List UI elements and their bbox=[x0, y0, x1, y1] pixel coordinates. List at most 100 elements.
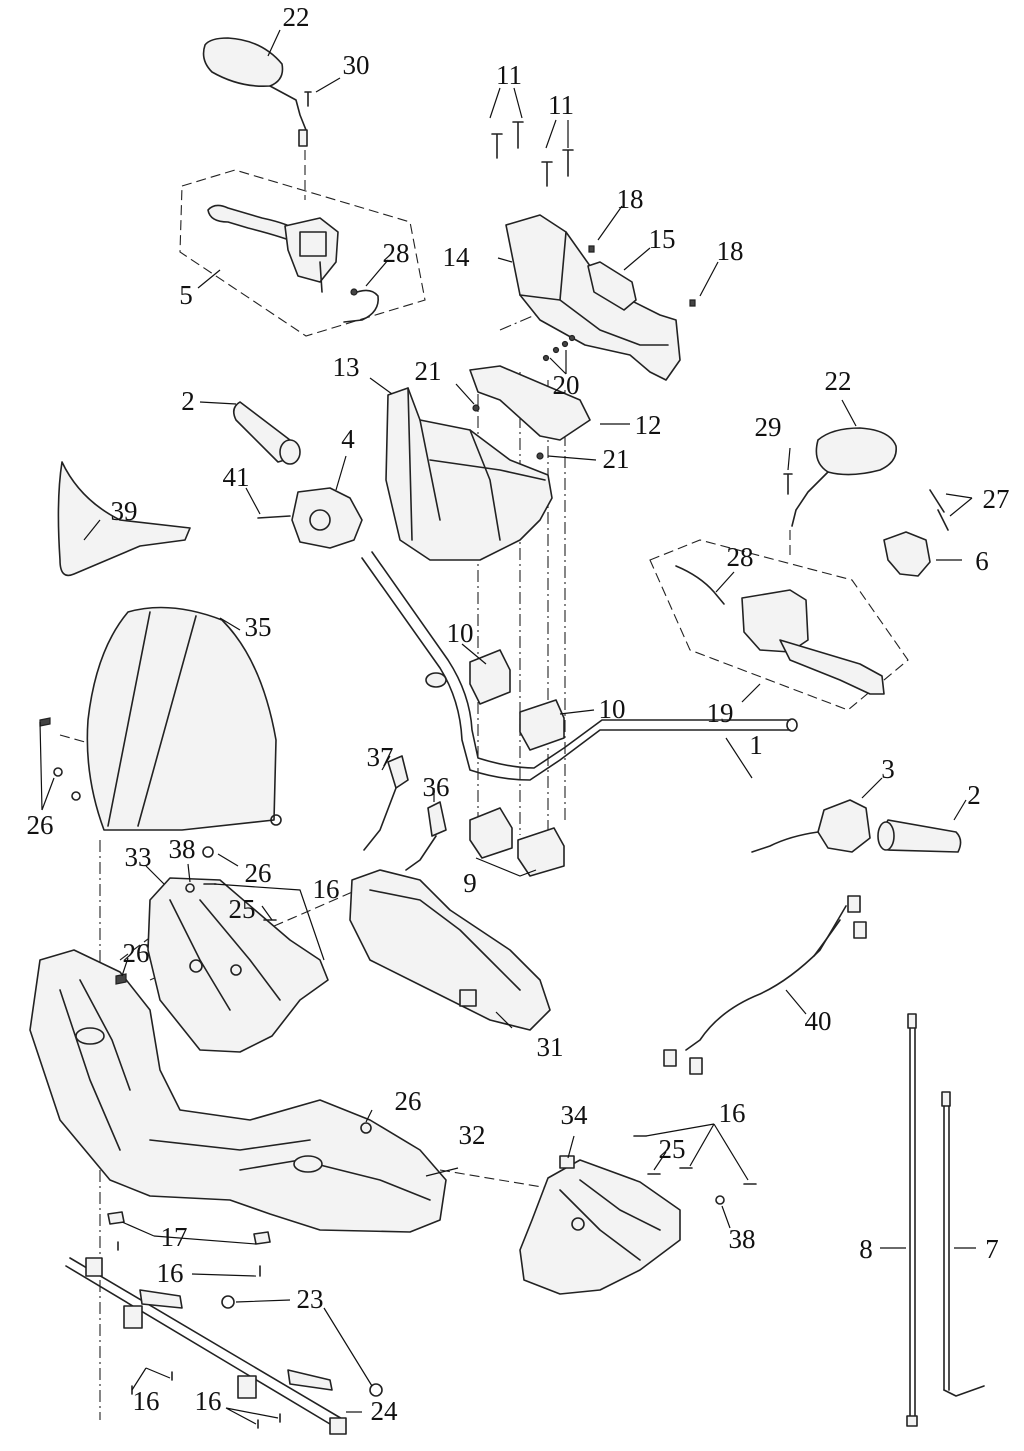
washer-38a bbox=[185, 883, 195, 893]
callout-16-lower-left: 16 bbox=[133, 1386, 160, 1416]
visor-39 bbox=[57, 461, 191, 577]
clip-17b bbox=[253, 1231, 271, 1245]
callout-18-right: 18 bbox=[717, 236, 744, 266]
callout-23: 23 bbox=[297, 1284, 324, 1314]
callout-26-cover: 26 bbox=[123, 938, 150, 968]
callout-9: 9 bbox=[463, 868, 477, 898]
callout-26-grommet: 26 bbox=[245, 858, 272, 888]
callout-38-left: 38 bbox=[169, 834, 196, 864]
callout-24: 24 bbox=[371, 1396, 399, 1426]
windshield-grommet bbox=[270, 814, 282, 826]
clamps-9-lower bbox=[469, 807, 565, 877]
mirror-right bbox=[791, 427, 897, 527]
clip-17a bbox=[107, 1211, 125, 1225]
callout-8: 8 bbox=[859, 1234, 873, 1264]
callout-38-right: 38 bbox=[729, 1224, 756, 1254]
throttle-housing-4 bbox=[291, 487, 363, 549]
callout-16-upper: 16 bbox=[313, 874, 340, 904]
washer-38b bbox=[715, 1195, 725, 1205]
screw-21b bbox=[536, 452, 544, 460]
callout-35: 35 bbox=[245, 612, 272, 642]
bolts-27 bbox=[929, 489, 949, 531]
callout-17: 17 bbox=[161, 1222, 188, 1252]
callout-22-mirror-right: 22 bbox=[825, 366, 852, 396]
callout-10-lower: 10 bbox=[599, 694, 626, 724]
callout-21-lower: 21 bbox=[603, 444, 630, 474]
callout-41: 41 bbox=[223, 462, 250, 492]
callout-32: 32 bbox=[459, 1120, 486, 1150]
callout-21-upper: 21 bbox=[415, 356, 442, 386]
bolts-11 bbox=[491, 121, 574, 187]
bumpers-23 bbox=[139, 1289, 383, 1397]
connector-36 bbox=[427, 801, 447, 837]
callout-13: 13 bbox=[333, 352, 360, 382]
grommet-26d bbox=[360, 1122, 372, 1134]
callout-4: 4 bbox=[341, 424, 355, 454]
callout-29: 29 bbox=[755, 412, 782, 442]
callout-39: 39 bbox=[111, 496, 138, 526]
instrument-housing bbox=[505, 214, 681, 381]
callout-12: 12 bbox=[635, 410, 662, 440]
cover-link-line-3 bbox=[439, 1169, 561, 1191]
screw-41 bbox=[257, 515, 291, 519]
callout-5: 5 bbox=[179, 280, 193, 310]
clamps-10-upper bbox=[469, 649, 565, 751]
windshield-screw-b bbox=[53, 767, 63, 777]
callout-7: 7 bbox=[985, 1234, 999, 1264]
callout-33: 33 bbox=[125, 842, 152, 872]
callout-28-right: 28 bbox=[727, 542, 754, 572]
callout-11-left: 11 bbox=[496, 60, 522, 90]
callout-16-lower-right: 16 bbox=[195, 1386, 222, 1416]
screws-20 bbox=[542, 334, 576, 362]
left-lever-assembly-outline bbox=[179, 169, 426, 337]
wire-connector-left bbox=[350, 288, 358, 296]
meter-15 bbox=[587, 261, 637, 311]
connector-wires bbox=[363, 787, 437, 871]
switch-wire-left bbox=[343, 289, 379, 323]
callout-18-upper: 18 bbox=[617, 184, 644, 214]
callout-26-front: 26 bbox=[395, 1086, 422, 1116]
callout-25-left: 25 bbox=[229, 894, 256, 924]
callout-3: 3 bbox=[881, 754, 895, 784]
cable-8 bbox=[906, 1013, 918, 1427]
callout-2-left: 2 bbox=[181, 386, 195, 416]
callout-36: 36 bbox=[423, 772, 450, 802]
brake-lever-left bbox=[207, 204, 339, 293]
cable-7 bbox=[941, 1091, 985, 1397]
callout-20: 20 bbox=[553, 370, 580, 400]
callout-15: 15 bbox=[649, 224, 676, 254]
parts bbox=[29, 37, 985, 1435]
callout-26-windshield: 26 bbox=[27, 810, 54, 840]
connector-37 bbox=[387, 755, 409, 789]
callout-10-upper: 10 bbox=[447, 618, 474, 648]
callout-34: 34 bbox=[561, 1100, 589, 1130]
callout-31: 31 bbox=[537, 1032, 564, 1062]
screw-18b bbox=[689, 299, 696, 307]
screw-30 bbox=[304, 91, 312, 107]
lower-bracket-24 bbox=[65, 1257, 347, 1435]
headlight-cover-13 bbox=[385, 387, 553, 561]
callout-22-mirror-left: 22 bbox=[283, 2, 310, 32]
inner-panel-33 bbox=[147, 877, 329, 1053]
callout-30: 30 bbox=[343, 50, 370, 80]
screw-18a bbox=[588, 245, 595, 253]
upper-cover-31 bbox=[349, 869, 551, 1031]
front-cover-32 bbox=[29, 949, 447, 1233]
callout-2-right: 2 bbox=[967, 780, 981, 810]
callout-14: 14 bbox=[443, 242, 471, 272]
windshield-screw-a bbox=[39, 717, 51, 727]
windshield-screw-c bbox=[71, 791, 81, 801]
callout-1: 1 bbox=[749, 730, 763, 760]
grip-left bbox=[232, 401, 301, 465]
callout-labels: 22 30 11 11 18 14 15 18 28 5 13 21 20 2 … bbox=[27, 2, 1010, 1426]
screw-21a bbox=[472, 404, 480, 412]
windshield-grommet-2 bbox=[202, 846, 214, 858]
leader-lines bbox=[39, 29, 976, 1425]
callout-16-mid: 16 bbox=[157, 1258, 184, 1288]
brake-lever-right bbox=[675, 565, 885, 695]
callout-27: 27 bbox=[983, 484, 1010, 514]
callout-28-left: 28 bbox=[383, 238, 410, 268]
inner-panel-34 bbox=[519, 1155, 681, 1295]
callout-11-right: 11 bbox=[548, 90, 574, 120]
mirror-left bbox=[202, 37, 308, 147]
